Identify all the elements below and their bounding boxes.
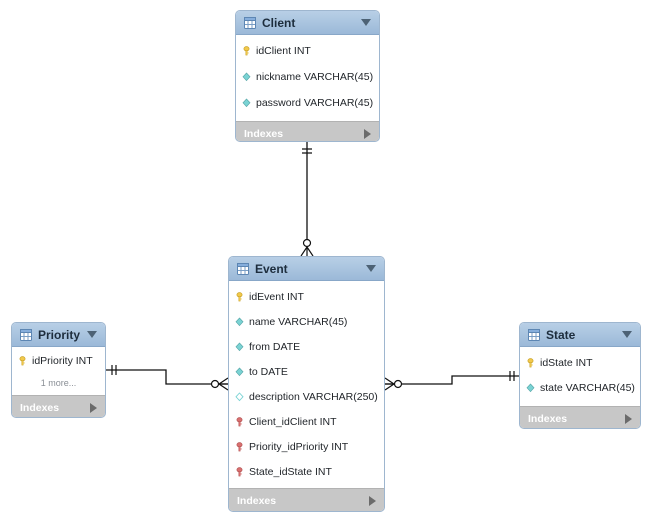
client-table-title: Client — [262, 15, 296, 30]
indexes-label: Indexes — [244, 127, 284, 140]
field-idstate[interactable]: idState INT — [520, 350, 640, 375]
primary-key-icon — [526, 357, 535, 368]
field-label: Client_idClient INT — [249, 415, 337, 428]
table-icon — [20, 328, 32, 341]
field-label: state VARCHAR(45) — [540, 381, 635, 394]
priority-one-marker — [111, 365, 117, 375]
event-table[interactable]: Event idEvent INT — [228, 256, 385, 512]
event-table-title: Event — [255, 261, 288, 276]
field-label: name VARCHAR(45) — [249, 315, 348, 328]
state-table-title: State — [546, 327, 576, 342]
field-nickname[interactable]: nickname VARCHAR(45) — [236, 64, 379, 90]
state-event-relationship-line — [385, 375, 519, 385]
field-label: Priority_idPriority INT — [249, 440, 349, 453]
foreign-key-icon — [235, 416, 244, 427]
field-name[interactable]: name VARCHAR(45) — [229, 309, 384, 334]
field-password[interactable]: password VARCHAR(45) — [236, 90, 379, 116]
priority-header-left: Priority — [20, 327, 81, 342]
client-table-header[interactable]: Client — [236, 11, 379, 35]
field-state[interactable]: state VARCHAR(45) — [520, 375, 640, 400]
column-diamond-icon — [242, 98, 251, 108]
field-label: to DATE — [249, 365, 288, 378]
table-icon — [237, 262, 249, 275]
event-fields: idEvent INT name VARCHAR(45) from DATE — [229, 281, 384, 488]
indexes-label: Indexes — [528, 412, 568, 425]
priority-many-marker — [218, 377, 229, 391]
state-many-marker — [384, 377, 395, 391]
priority-indexes-footer[interactable]: Indexes — [12, 395, 105, 417]
client-indexes-footer[interactable]: Indexes — [236, 121, 379, 141]
expand-arrow-icon[interactable] — [90, 402, 97, 413]
client-many-marker — [300, 246, 314, 257]
table-icon — [244, 16, 256, 29]
priority-event-relationship-line — [106, 369, 228, 385]
state-optional-marker — [393, 379, 403, 389]
collapse-arrow-icon[interactable] — [622, 331, 632, 338]
field-idclient[interactable]: idClient INT — [236, 38, 379, 64]
column-diamond-icon — [235, 366, 244, 377]
field-label: idClient INT — [256, 45, 311, 57]
client-optional-marker — [302, 238, 312, 248]
priority-fields: idPriority INT 1 more... — [12, 347, 105, 395]
field-label: description VARCHAR(250) — [249, 390, 378, 403]
field-label: idState INT — [540, 356, 593, 369]
more-fields-link[interactable]: 1 more... — [40, 378, 77, 388]
column-diamond-icon — [242, 72, 251, 82]
event-header-left: Event — [237, 262, 288, 276]
event-indexes-footer[interactable]: Indexes — [229, 488, 384, 511]
client-fields: idClient INT nickname VARCHAR(45) passwo… — [236, 35, 379, 121]
client-table[interactable]: Client idClient INT — [235, 10, 380, 142]
field-state-idstate[interactable]: State_idState INT — [229, 459, 384, 484]
field-label: State_idState INT — [249, 465, 332, 478]
field-idevent[interactable]: idEvent INT — [229, 284, 384, 309]
field-idpriority[interactable]: idPriority INT — [12, 350, 105, 372]
field-label: idEvent INT — [249, 290, 304, 303]
indexes-label: Indexes — [20, 401, 60, 414]
state-one-marker — [509, 371, 515, 381]
state-table[interactable]: State idState INT — [519, 322, 641, 429]
primary-key-icon — [242, 46, 251, 56]
field-label: password VARCHAR(45) — [256, 97, 374, 109]
indexes-label: Indexes — [237, 494, 277, 507]
field-to[interactable]: to DATE — [229, 359, 384, 384]
priority-table-header[interactable]: Priority — [12, 323, 105, 347]
field-label: nickname VARCHAR(45) — [256, 71, 374, 83]
priority-optional-marker — [210, 379, 220, 389]
field-label: from DATE — [249, 340, 301, 353]
collapse-arrow-icon[interactable] — [87, 331, 97, 338]
field-client-idclient[interactable]: Client_idClient INT — [229, 409, 384, 434]
field-description[interactable]: description VARCHAR(250) — [229, 384, 384, 409]
expand-arrow-icon[interactable] — [625, 413, 632, 424]
table-icon — [528, 328, 540, 341]
client-one-marker — [302, 148, 312, 154]
expand-arrow-icon[interactable] — [369, 495, 376, 506]
collapse-arrow-icon[interactable] — [366, 265, 376, 272]
field-label: idPriority INT — [32, 355, 93, 367]
collapse-arrow-icon[interactable] — [361, 19, 371, 26]
state-table-header[interactable]: State — [520, 323, 640, 347]
event-table-header[interactable]: Event — [229, 257, 384, 281]
state-indexes-footer[interactable]: Indexes — [520, 406, 640, 428]
primary-key-icon — [235, 291, 244, 302]
priority-table-title: Priority — [38, 327, 81, 342]
column-diamond-icon — [235, 316, 244, 327]
column-diamond-icon — [235, 341, 244, 352]
column-diamond-icon — [526, 382, 535, 393]
state-fields: idState INT state VARCHAR(45) — [520, 347, 640, 406]
foreign-key-icon — [235, 466, 244, 477]
expand-arrow-icon[interactable] — [364, 128, 371, 139]
primary-key-icon — [18, 356, 27, 366]
field-from[interactable]: from DATE — [229, 334, 384, 359]
nullable-column-icon — [235, 391, 244, 402]
foreign-key-icon — [235, 441, 244, 452]
state-header-left: State — [528, 328, 575, 342]
priority-table[interactable]: Priority idPriority INT 1 more... Indexe… — [11, 322, 106, 418]
client-header-left: Client — [244, 16, 295, 30]
field-priority-idpriority[interactable]: Priority_idPriority INT — [229, 434, 384, 459]
